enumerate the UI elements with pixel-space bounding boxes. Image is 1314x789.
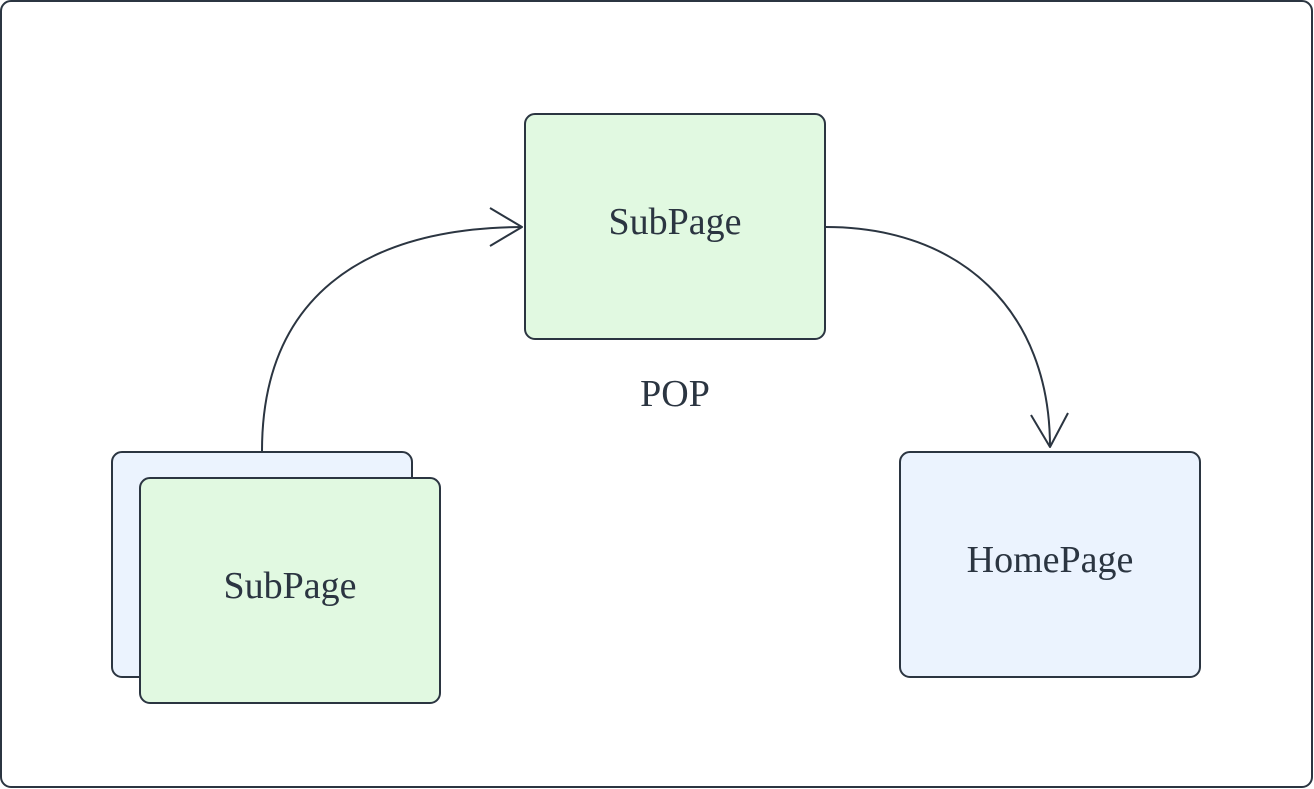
arrowhead-to-homepage (1030, 412, 1069, 448)
arrowhead-to-subpage (489, 207, 523, 247)
node-homepage[interactable]: HomePage (899, 451, 1201, 678)
stack-front-card (139, 477, 441, 704)
node-subpage-stack[interactable]: SubPage (111, 451, 441, 704)
edge-label-pop: POP (640, 373, 710, 415)
edge-subpage-to-homepage (825, 226, 1051, 448)
node-subpage-top-label: SubPage (609, 201, 742, 243)
node-homepage-label: HomePage (967, 539, 1134, 581)
edge-stack-to-subpage (261, 226, 523, 452)
node-subpage-top[interactable]: SubPage (524, 113, 826, 340)
node-subpage-stack-label: SubPage (224, 565, 357, 607)
